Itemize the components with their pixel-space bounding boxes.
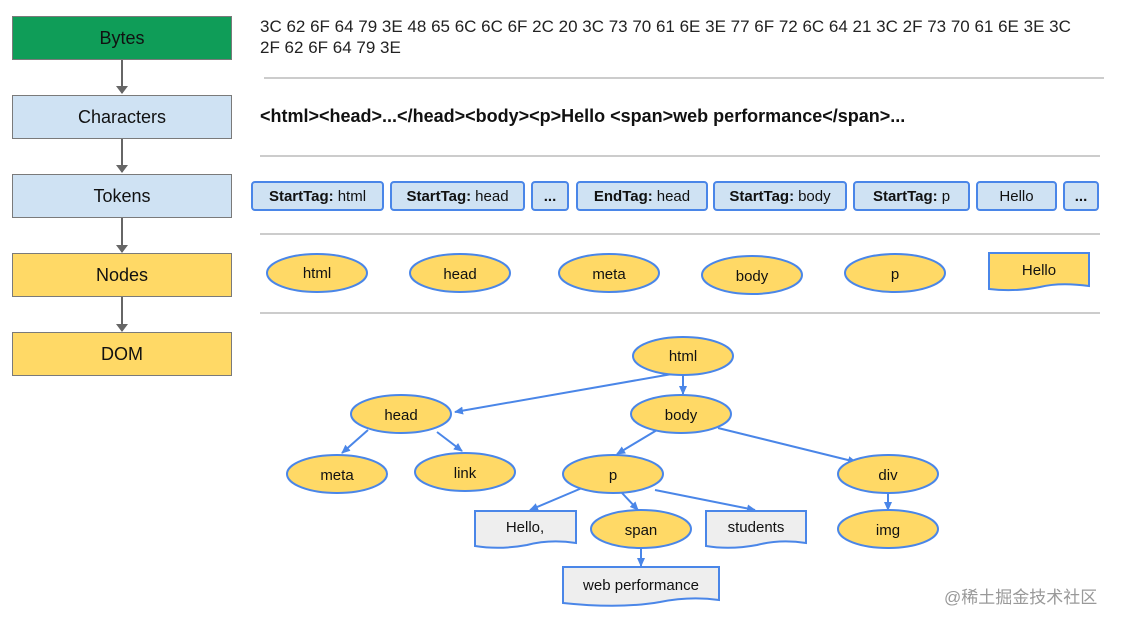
token-starttag-head: StartTag:head (390, 181, 525, 211)
watermark-text: @稀土掘金技术社区 (944, 588, 1098, 607)
edge-head-link (436, 431, 463, 452)
stage-arrow (116, 139, 128, 173)
edge-body-p (616, 429, 658, 455)
dom-node-body: body (630, 394, 732, 434)
svg-text:body: body (665, 407, 698, 424)
stage-nodes: Nodes (12, 253, 232, 297)
svg-text:meta: meta (592, 266, 626, 283)
edge-p-hello (529, 487, 583, 511)
svg-text:Hello,: Hello, (506, 519, 544, 536)
svg-text:img: img (876, 522, 900, 539)
stage-arrow (116, 297, 128, 332)
svg-text:p: p (891, 266, 899, 283)
svg-text:html: html (303, 265, 331, 282)
node-head: head (409, 253, 511, 293)
row-separator (264, 77, 1104, 79)
token-text-hello: Hello (976, 181, 1057, 211)
row-separator (260, 312, 1100, 314)
svg-text:body: body (736, 268, 769, 285)
svg-text:div: div (878, 467, 898, 484)
svg-text:head: head (443, 266, 476, 283)
dom-text-web-performance: web performance (562, 566, 720, 607)
dom-node-p: p (562, 454, 664, 494)
row-separator (260, 233, 1100, 235)
token-starttag-html: StartTag:html (251, 181, 384, 211)
stage-characters: Characters (12, 95, 232, 139)
stage-bytes: Bytes (12, 16, 232, 60)
dom-node-meta: meta (286, 454, 388, 494)
stage-dom: DOM (12, 332, 232, 376)
node-text-hello: Hello (988, 252, 1090, 292)
dom-text-students: students (705, 510, 807, 549)
dom-node-img: img (837, 509, 939, 549)
stage-tokens: Tokens (12, 174, 232, 218)
edge-html-head (454, 373, 673, 415)
svg-text:head: head (384, 407, 417, 424)
token-starttag-body: StartTag:body (713, 181, 847, 211)
edge-p-students (654, 489, 756, 513)
characters-text: <html><head>...</head><body><p>Hello <sp… (260, 106, 906, 126)
edge-head-meta (341, 429, 369, 454)
edge-body-div (717, 427, 857, 464)
svg-text:html: html (669, 348, 697, 365)
node-body: body (701, 255, 803, 295)
svg-text:p: p (609, 467, 617, 484)
edge-p-span (621, 492, 639, 511)
svg-text:meta: meta (320, 467, 354, 484)
stage-arrow (116, 60, 128, 94)
svg-text:Hello: Hello (1022, 262, 1056, 279)
dom-node-div: div (837, 454, 939, 494)
node-p: p (844, 253, 946, 293)
node-html: html (266, 253, 368, 293)
svg-text:link: link (454, 465, 477, 482)
dom-node-link: link (414, 452, 516, 492)
bytes-text: 3C 62 6F 64 79 3E 48 65 6C 6C 6F 2C 20 3… (260, 17, 1071, 57)
node-meta: meta (558, 253, 660, 293)
token-endtag-head: EndTag:head (576, 181, 708, 211)
dom-node-head: head (350, 394, 452, 434)
token-ellipsis: ... (531, 181, 569, 211)
dom-text-hello: Hello, (474, 510, 577, 549)
row-separator (260, 155, 1100, 157)
dom-node-span: span (590, 509, 692, 549)
svg-text:span: span (625, 522, 658, 539)
svg-text:students: students (728, 519, 785, 536)
svg-text:web performance: web performance (582, 577, 699, 594)
token-ellipsis: ... (1063, 181, 1099, 211)
dom-node-html: html (632, 336, 734, 376)
token-starttag-p: StartTag:p (853, 181, 970, 211)
stage-arrow (116, 218, 128, 253)
